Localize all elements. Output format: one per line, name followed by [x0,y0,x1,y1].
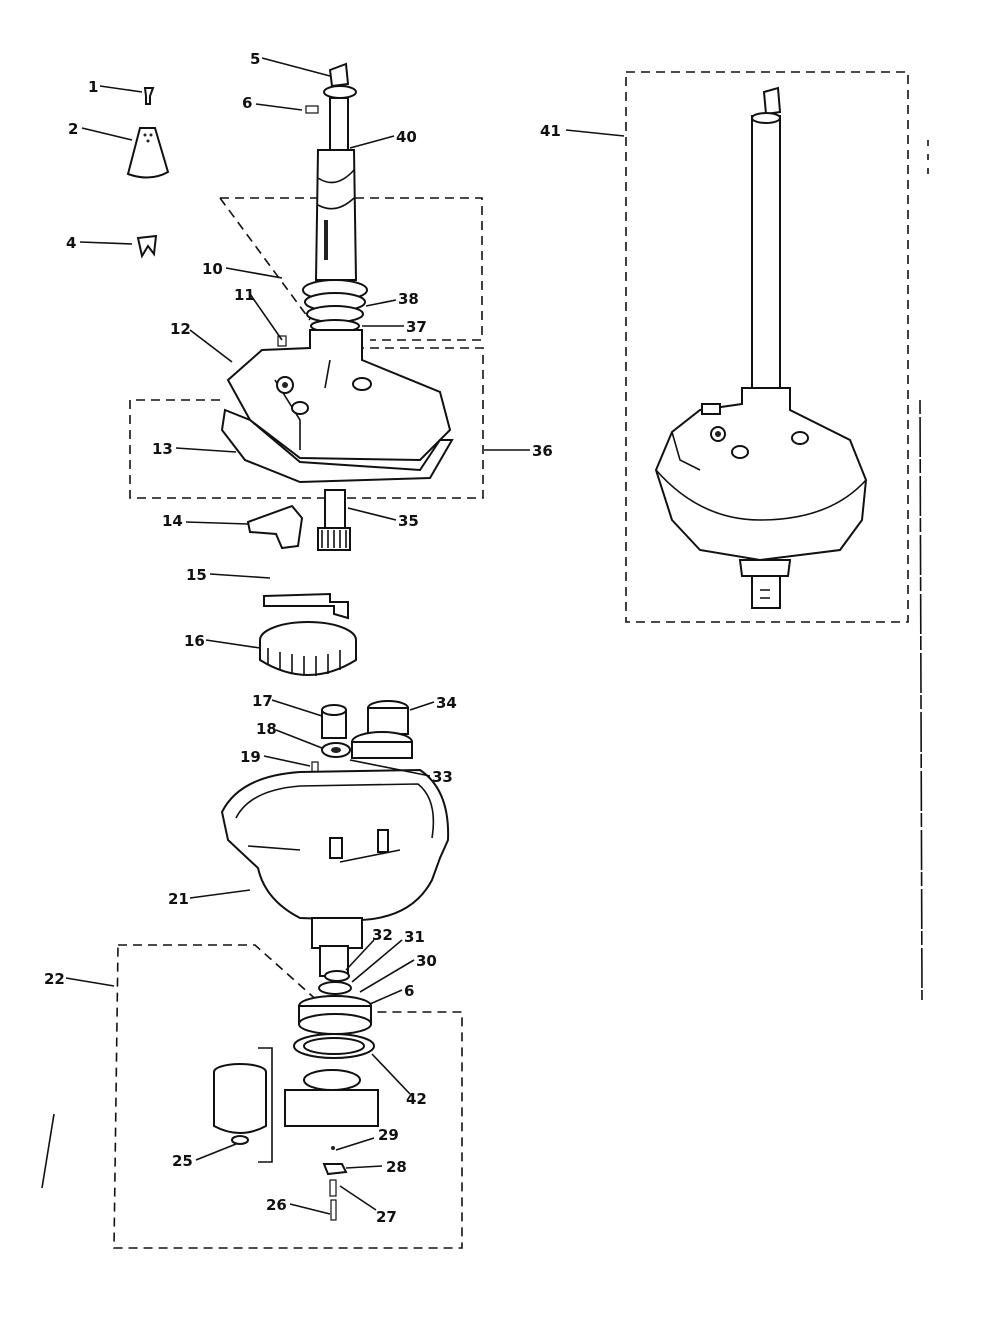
callout-22: 22 [44,970,65,988]
callout-6-lower: 6 [404,982,414,1000]
assembly-box-41 [625,71,909,623]
callout-11: 11 [234,286,255,304]
callout-28: 28 [386,1158,407,1176]
stray-marks [41,140,929,1189]
part-15-shift-lever [263,592,349,620]
callout-18: 18 [256,720,277,738]
part-29-washer [331,1146,335,1150]
callout-26: 26 [266,1196,287,1214]
callout-21: 21 [168,890,189,908]
assembly-box-36 [129,347,484,499]
part-17-pinion-gear [321,704,347,739]
callout-2: 2 [68,120,78,138]
part-25-filter-cup [213,1047,273,1163]
callout-1: 1 [88,78,98,96]
callout-19: 19 [240,748,261,766]
callout-30: 30 [416,952,437,970]
callout-27: 27 [376,1208,397,1226]
part-26-bolt [330,1199,337,1221]
assembly-box-22 [113,944,463,1249]
part-38-seal [302,279,368,333]
part-13-gasket [220,408,454,484]
callout-29: 29 [378,1126,399,1144]
part-6-bearing [298,995,372,1035]
callout-41: 41 [540,122,561,140]
part-35-pinion [317,489,351,551]
callout-31: 31 [404,928,425,946]
part-2-cap [126,127,170,179]
callout-5: 5 [250,50,260,68]
part-40-agitator-shaft [314,97,358,281]
part-square-housing [284,1069,379,1127]
callout-42: 42 [406,1090,427,1108]
callout-10: 10 [202,260,223,278]
part-18-washer [321,742,351,758]
part-36-gearcase-cover [226,329,452,462]
part-14-shift-fork [246,504,304,550]
callout-33: 33 [432,768,453,786]
callout-36: 36 [532,442,553,460]
callout-labels: 1 2 4 5 6 40 10 11 12 38 37 13 36 14 35 … [44,50,561,1226]
part-42-ring [293,1033,375,1059]
callout-25: 25 [172,1152,193,1170]
callout-16: 16 [184,632,205,650]
part-21-gear-case [220,768,450,977]
part-5-shaft-tip [323,62,357,99]
callout-37: 37 [406,318,427,336]
part-16-drive-gear [259,621,357,676]
callout-13: 13 [152,440,173,458]
callout-6-upper: 6 [242,94,252,112]
callout-38: 38 [398,290,419,308]
part-27-screw-head [329,1179,337,1197]
callout-4: 4 [66,234,76,252]
part-28-nut [322,1163,348,1176]
callout-12: 12 [170,320,191,338]
part-6-key [305,105,319,114]
callout-14: 14 [162,512,183,530]
callout-32: 32 [372,926,393,944]
assembly-box-10 [219,197,483,341]
callout-17: 17 [252,692,273,710]
callout-35: 35 [398,512,419,530]
part-34-idler-gear [351,700,413,759]
callout-15: 15 [186,566,207,584]
part-4-clip [136,234,158,259]
part-30-31-washers [318,981,352,995]
callout-40: 40 [396,128,417,146]
part-32-nut [324,970,350,982]
leader-lines [65,57,625,1215]
part-1-screw [143,87,155,105]
part-41-assembled-transmission [654,86,868,609]
callout-34: 34 [436,694,457,712]
